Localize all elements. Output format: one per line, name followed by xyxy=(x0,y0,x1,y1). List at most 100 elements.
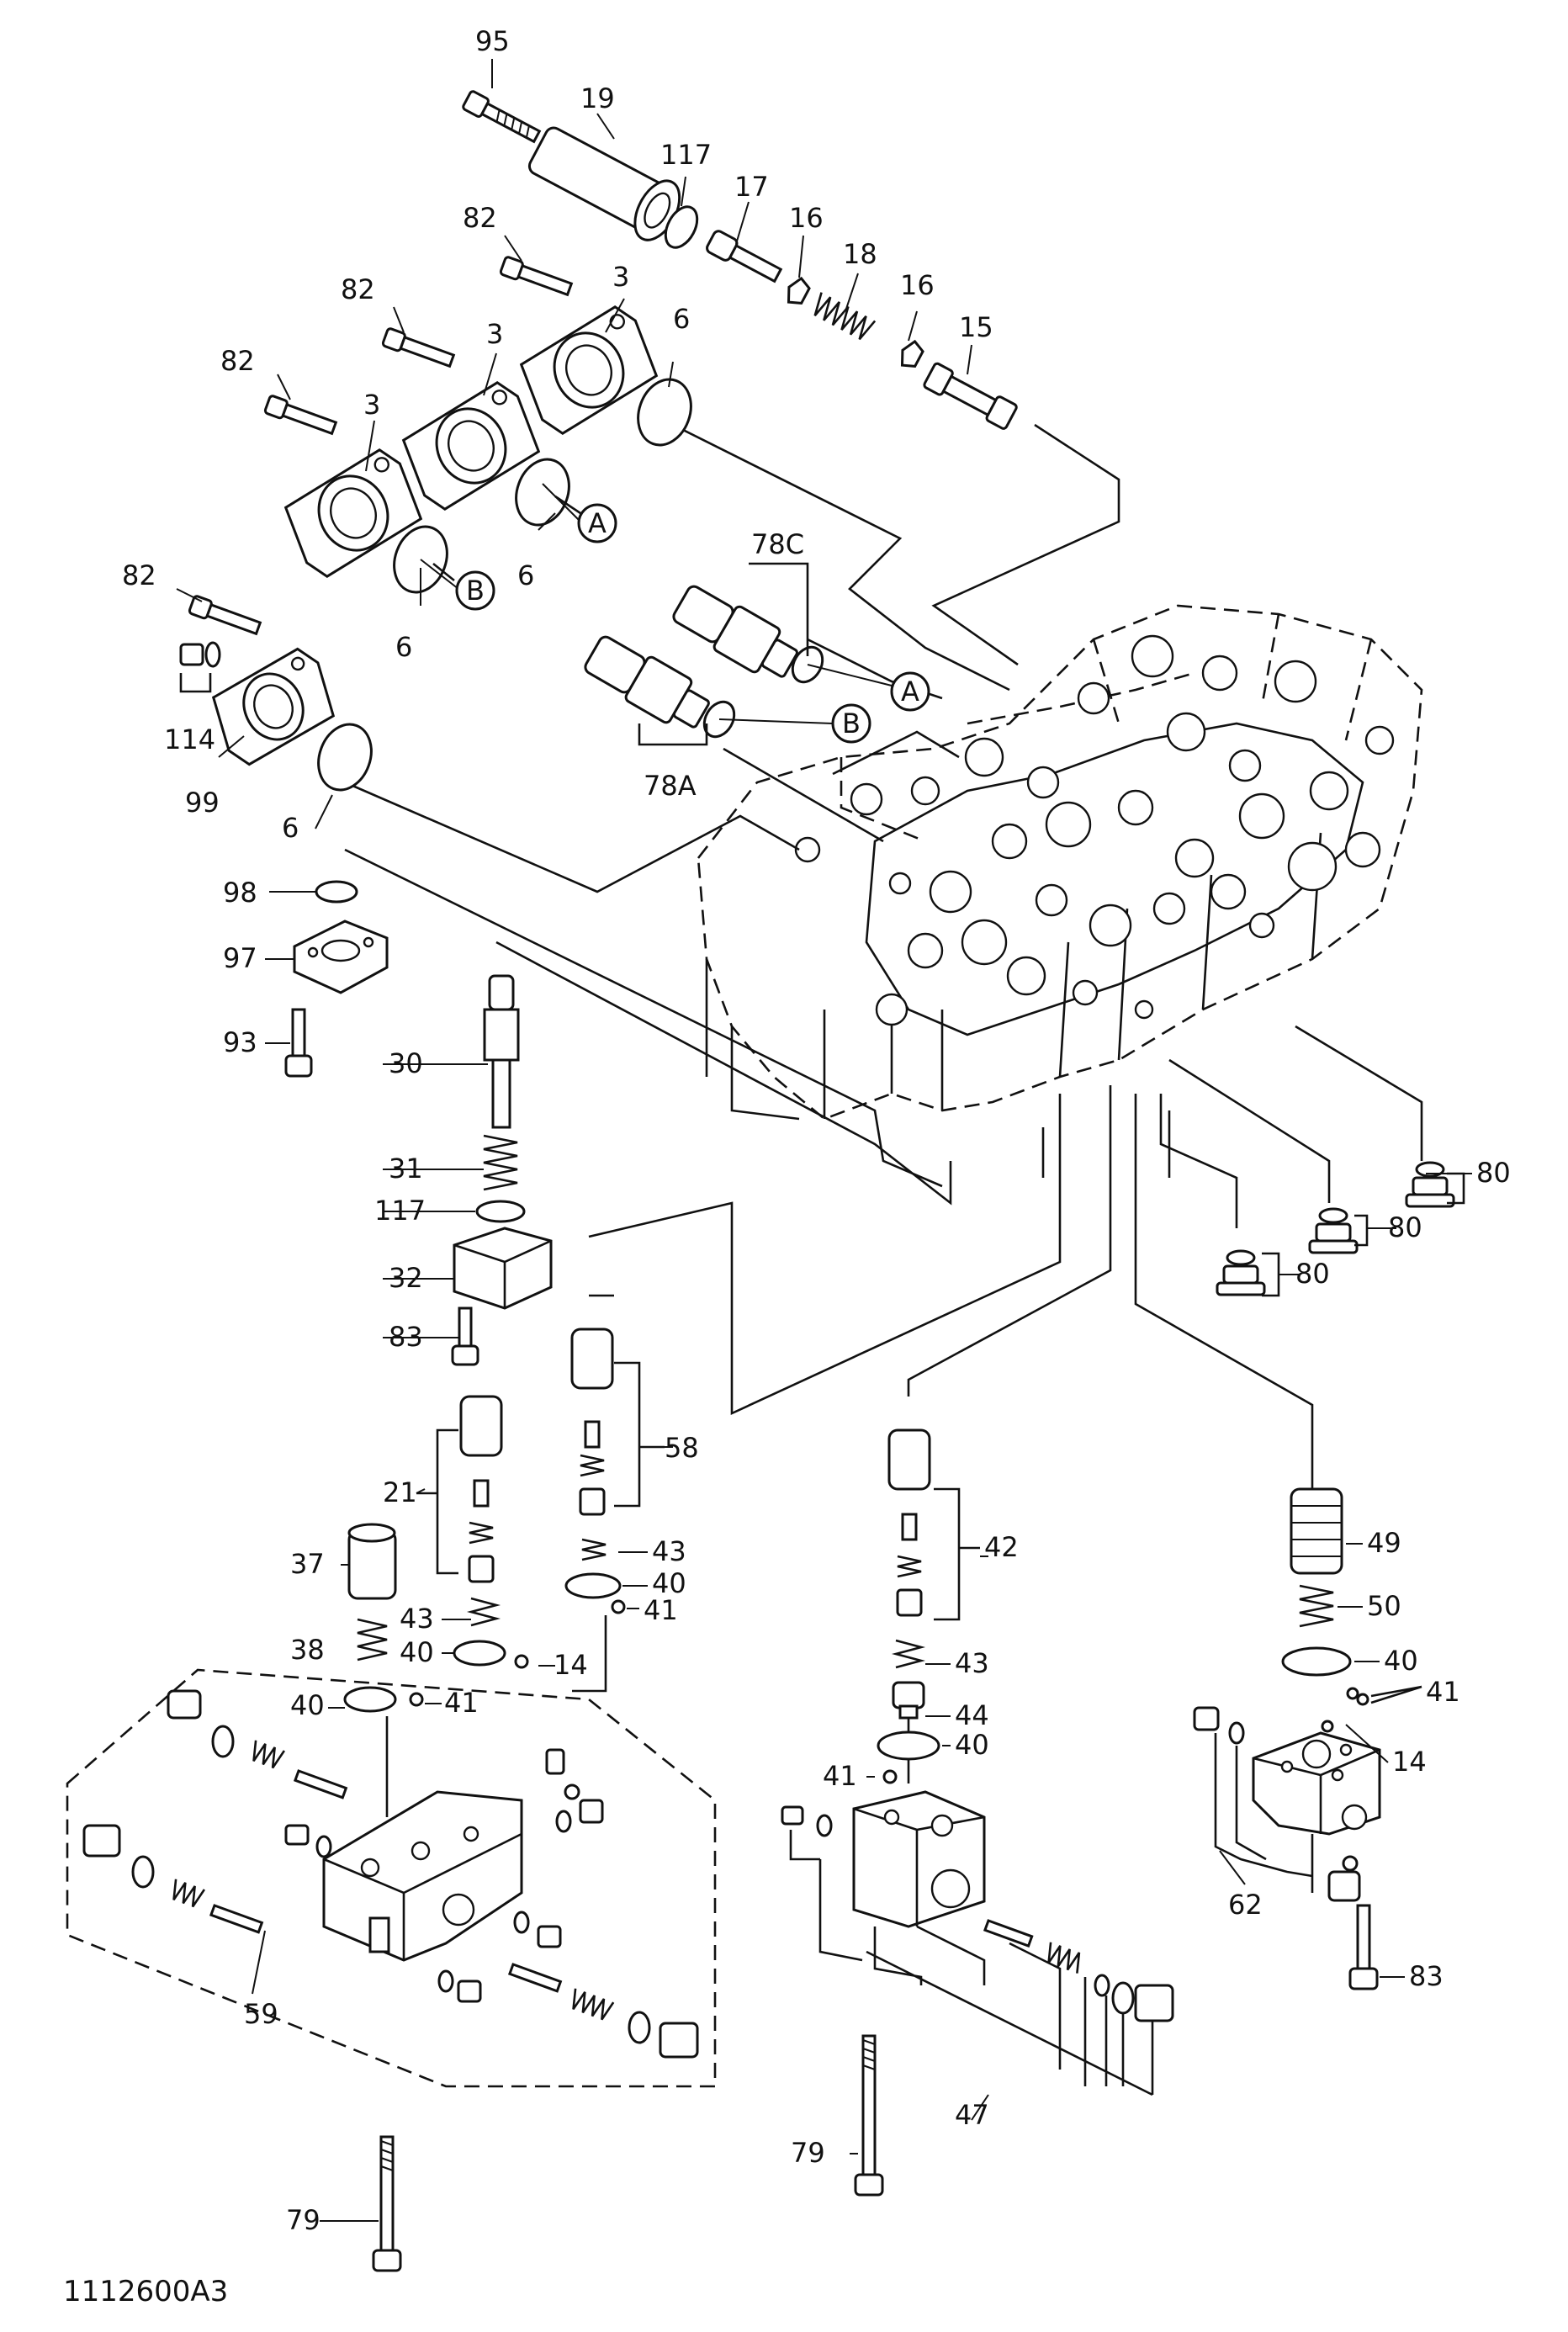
callout-40b: 40 xyxy=(400,1636,434,1668)
plug-80b xyxy=(1308,1222,1359,1254)
callout-15: 15 xyxy=(959,311,993,343)
circle-ref-a1-label: A xyxy=(588,507,607,539)
bolt-79b xyxy=(854,2034,884,2197)
callout-18: 18 xyxy=(843,238,877,270)
o-ring-117b xyxy=(475,1200,526,1223)
callout-99: 99 xyxy=(185,787,220,819)
plug-bottom xyxy=(659,2022,699,2059)
connection-lines xyxy=(344,419,1423,1893)
callout-117: 117 xyxy=(660,139,712,171)
valve-58 xyxy=(570,1328,614,1516)
plug-right-low xyxy=(513,1911,562,1948)
o-ring-14a xyxy=(514,1654,529,1669)
callout-40e: 40 xyxy=(1384,1645,1418,1677)
o-ring-40e xyxy=(1281,1646,1352,1677)
valve-42 xyxy=(887,1428,931,1617)
callout-79b: 79 xyxy=(791,2137,825,2169)
plug-47-right xyxy=(1134,1984,1174,2022)
valve-58-stack xyxy=(564,1328,665,1614)
callout-40c: 40 xyxy=(290,1689,325,1721)
o-ring-6a xyxy=(637,378,692,447)
spring-47 xyxy=(1047,1942,1081,1974)
callout-117b: 117 xyxy=(374,1195,426,1227)
spring-38 xyxy=(357,1618,388,1662)
callout-58: 58 xyxy=(665,1432,699,1464)
circle-ref-b1-label: B xyxy=(466,575,485,607)
callout-6d: 6 xyxy=(282,812,299,844)
callout-59: 59 xyxy=(244,1998,278,2030)
o-ring-41d-b xyxy=(1356,1693,1369,1706)
valve-21 xyxy=(459,1395,503,1583)
o-ring-low xyxy=(628,2011,651,2044)
callout-78A: 78A xyxy=(644,770,697,802)
callout-41c: 41 xyxy=(823,1760,857,1792)
callout-38: 38 xyxy=(290,1634,325,1666)
o-ring-117 xyxy=(664,205,699,249)
circle-ref-a2-label: A xyxy=(901,676,919,708)
plug-114 xyxy=(179,641,221,668)
callout-44: 44 xyxy=(955,1699,989,1731)
callout-98: 98 xyxy=(223,877,257,909)
spool-15 xyxy=(923,362,1018,430)
bolt-79a xyxy=(372,2135,402,2272)
callout-17: 17 xyxy=(734,171,769,203)
callout-40d: 40 xyxy=(955,1729,989,1761)
sub-assembly-59 xyxy=(66,1668,717,2088)
plug-right-mid xyxy=(555,1799,604,1833)
seat-16b xyxy=(900,339,924,368)
callout-31: 31 xyxy=(389,1153,423,1185)
callout-19: 19 xyxy=(580,82,615,114)
valve-49-stack xyxy=(1193,1487,1422,1990)
callout-6b: 6 xyxy=(517,559,534,591)
plug-62-bottom xyxy=(1327,1855,1361,1902)
valve-block-62 xyxy=(1252,1731,1381,1836)
seat-16 xyxy=(787,276,811,305)
callout-leaders xyxy=(176,59,1472,2222)
plunger-30 xyxy=(483,974,520,1129)
o-ring-40a xyxy=(564,1572,622,1599)
callout-50: 50 xyxy=(1367,1590,1401,1622)
o-ring-40d xyxy=(877,1730,940,1761)
o-ring-80c xyxy=(1226,1249,1256,1266)
flange-3c xyxy=(283,448,423,578)
main-valve-body xyxy=(697,604,1423,1121)
o-ring-40c xyxy=(343,1686,397,1713)
callout-83a: 83 xyxy=(389,1321,423,1353)
o-ring-47b xyxy=(1111,1981,1135,2015)
callout-82b: 82 xyxy=(341,273,375,305)
bolt-93 xyxy=(284,1008,313,1078)
flange-3a xyxy=(519,305,659,435)
flange-group xyxy=(263,256,692,594)
o-ring-98 xyxy=(315,880,358,904)
circle-ref-a2: A xyxy=(807,664,930,712)
o-ring-41d-a xyxy=(1346,1687,1359,1700)
callout-14b: 14 xyxy=(1392,1746,1427,1778)
relief-valves xyxy=(584,562,824,746)
callout-21: 21 xyxy=(383,1476,417,1508)
cap-32 xyxy=(453,1227,553,1310)
circle-ref-b2-label: B xyxy=(842,708,861,739)
callout-32: 32 xyxy=(389,1262,423,1294)
callout-41d: 41 xyxy=(1426,1676,1460,1708)
callout-79a: 79 xyxy=(286,2204,320,2236)
callout-93: 93 xyxy=(223,1026,257,1058)
valve-42-stack xyxy=(781,1428,1174,2096)
plug-top-b xyxy=(82,1824,155,1889)
poppet-49 xyxy=(1290,1487,1343,1575)
seat-44 xyxy=(892,1681,925,1720)
callout-97: 97 xyxy=(223,942,257,974)
callout-82a: 82 xyxy=(463,202,497,234)
poppet-top-a xyxy=(293,1769,348,1799)
callout-16b: 16 xyxy=(900,269,935,301)
spring-31 xyxy=(483,1134,518,1191)
poppet-top-b xyxy=(209,1904,264,1934)
callout-47: 47 xyxy=(955,2099,989,2131)
spool-end-17 xyxy=(706,230,783,284)
callout-3a: 3 xyxy=(612,261,629,293)
o-ring-80b xyxy=(1318,1207,1348,1224)
bolt-95 xyxy=(462,90,542,144)
bolt-82b xyxy=(381,327,456,368)
plugs-80 xyxy=(1216,1161,1465,1297)
callout-49: 49 xyxy=(1367,1527,1401,1559)
plug-top-a xyxy=(167,1689,235,1758)
